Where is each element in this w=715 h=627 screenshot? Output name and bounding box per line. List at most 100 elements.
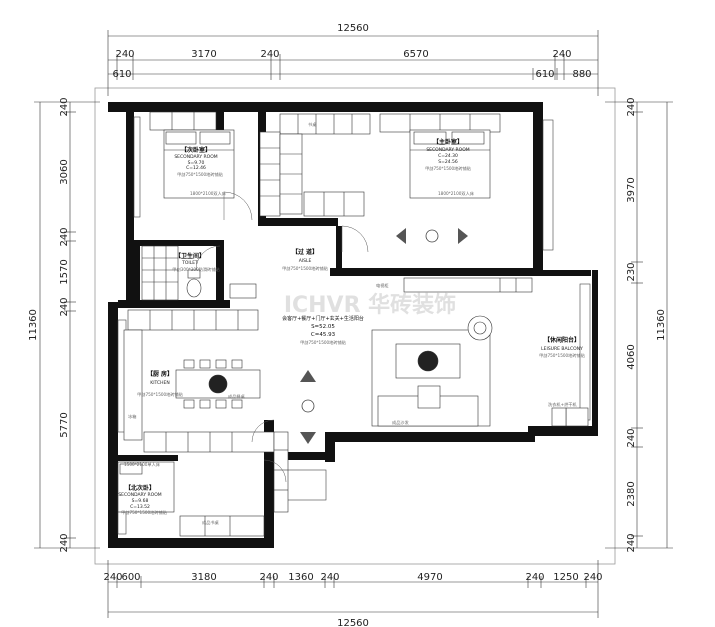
bedroom-left-floor: 甲剖750*1500地砖铺贴: [177, 171, 223, 178]
bedroom-right-en: SECONDARY ROOM: [426, 147, 469, 153]
toilet-cn: 【卫生间】: [175, 252, 205, 260]
bedroom-right-bed: 1800*2100双人床: [438, 190, 475, 197]
arrow-markers: [300, 228, 468, 444]
north-bedroom-floor: 甲剖750*1500地砖铺贴: [121, 509, 167, 516]
room-label-bedroom-left: 【次卧室】 SECONDARY ROOM S=9.70 C=12.46 甲剖75…: [174, 146, 226, 197]
dim-bottom-4: 240: [259, 572, 278, 583]
balcony-floor: 甲剖750*1500地砖铺贴: [539, 352, 585, 359]
dim-left-6: 5770: [59, 412, 70, 437]
bedroom-left-s: S=9.70: [188, 160, 205, 166]
dim-left-7: 240: [59, 533, 70, 552]
toilet-en: TOILET: [181, 260, 198, 266]
bedroom-left-bed: 1800*2100双人床: [190, 190, 227, 197]
kitchen-cn: 【厨 房】: [147, 370, 173, 378]
dim-left-4: 1570: [59, 259, 70, 284]
room-label-toilet: 【卫生间】 TOILET 甲剖300*300防滑砖铺贴: [172, 252, 219, 273]
north-bedroom-c: C=13.52: [130, 504, 150, 510]
bedroom-right-cn: 【主卧室】: [433, 138, 463, 146]
dim-top-4: 6570: [403, 49, 428, 60]
dim-left-1: 240: [59, 97, 70, 116]
dimension-top: [107, 30, 599, 96]
walls: [108, 102, 598, 548]
washer: [551, 407, 589, 427]
door-swings: [195, 191, 369, 483]
sofa-set: [371, 315, 493, 427]
dim-left-5: 240: [59, 297, 70, 316]
dim-bottom-total: 12560: [337, 618, 369, 627]
room-label-north-bedroom: 【北次卧】 SECONDARY ROOM S=9.68 C=13.52 甲剖75…: [118, 461, 167, 516]
dim-top-5: 240: [552, 49, 571, 60]
dim-top-1: 240: [115, 49, 134, 60]
north-bedroom-cn: 【北次卧】: [125, 484, 155, 492]
dim-right-total: 11360: [656, 309, 667, 341]
dim-left-total: 11360: [28, 309, 39, 341]
dim-bottom-3: 3180: [191, 572, 216, 583]
aisle-floor: 甲剖750*1500地砖铺贴: [282, 265, 328, 272]
watermark: ICHVR 华砖装饰: [284, 292, 456, 318]
dim-bottom-10: 240: [583, 572, 602, 583]
dim-top-2: 3170: [191, 49, 216, 60]
dim-left-2: 3060: [59, 159, 70, 184]
bedroom-right-s: C=24.30: [438, 153, 458, 159]
dim-bottom-1: 240: [103, 572, 122, 583]
dim-right-4: 4060: [626, 344, 637, 369]
drawing-frame: [94, 87, 616, 565]
north-bedroom-bed: 1500*2100单人床: [124, 461, 161, 468]
dim-right-7: 240: [626, 533, 637, 552]
dim-top-sub-right-2: 880: [572, 69, 591, 80]
room-label-balcony: 【休闲阳台】 LEISURE BALCONY 甲剖750*1500地砖铺贴: [539, 336, 585, 359]
living-s: S=52.05: [311, 324, 335, 330]
dim-right-1: 240: [626, 97, 637, 116]
living-c: C=45.93: [311, 332, 336, 338]
dim-left-3: 240: [59, 227, 70, 246]
north-bedroom-en: SECONDARY ROOM: [118, 492, 161, 498]
bed-north: [117, 461, 175, 513]
dining-table: [175, 359, 261, 409]
dim-bottom-6: 240: [320, 572, 339, 583]
aisle-en: AISLE: [299, 258, 312, 264]
dim-bottom-9: 1250: [553, 572, 578, 583]
dimension-right: [605, 101, 673, 549]
bed-left: [163, 129, 235, 199]
balcony-cn: 【休闲阳台】: [544, 336, 580, 344]
dim-top-total: 12560: [337, 23, 369, 34]
dim-bottom-7: 4970: [417, 572, 442, 583]
dim-top-sub-right-1: 610: [535, 69, 554, 80]
dining-label: 成品餐桌: [228, 393, 246, 400]
desk-label: 成品书桌: [202, 519, 220, 526]
room-label-living: 会客厅+餐厅+门厅+玄关+生活阳台 S=52.05 C=45.93 甲剖750*…: [282, 315, 364, 346]
dim-top-sub-left: 610: [112, 69, 131, 80]
aisle-cn: 【过 道】: [292, 248, 318, 256]
desk-top-label: 书桌: [308, 121, 317, 128]
room-label-bedroom-right: 【主卧室】 SECONDARY ROOM C=24.30 S=24.56 甲剖7…: [425, 138, 475, 197]
dim-right-2: 3970: [626, 177, 637, 202]
dim-right-5: 240: [626, 428, 637, 447]
balcony-en: LEISURE BALCONY: [541, 346, 583, 352]
kitchen-en: KITCHEN: [150, 380, 170, 386]
washer-label: 洗衣机+烘干机: [548, 401, 577, 408]
kitchen-floor: 甲剖750*1500地砖铺贴: [137, 391, 183, 398]
dim-bottom-8: 240: [525, 572, 544, 583]
north-bedroom-s: S=9.68: [132, 498, 149, 504]
bedroom-left-c: C=12.46: [186, 165, 206, 171]
room-label-kitchen: 【厨 房】 KITCHEN 甲剖750*1500地砖铺贴: [137, 370, 183, 398]
dimension-left: [34, 101, 100, 549]
toilet-fixtures: [141, 245, 257, 301]
living-floor: 甲剖750*1500地砖铺贴: [300, 339, 346, 346]
tv-cabinet-label: 电视柜: [376, 282, 389, 289]
toilet-floor: 甲剖300*300防滑砖铺贴: [172, 266, 219, 273]
living-cn: 会客厅+餐厅+门厅+玄关+生活阳台: [282, 315, 364, 322]
dimension-bottom: [107, 560, 599, 618]
cabinets: [123, 111, 533, 537]
dim-right-3: 230: [626, 262, 637, 281]
bedroom-left-en: SECONDARY ROOM: [174, 154, 217, 160]
dim-right-6: 2380: [626, 481, 637, 506]
bedroom-right-c: S=24.56: [438, 159, 458, 165]
bedroom-left-cn: 【次卧室】: [181, 146, 211, 154]
sofa-label: 成品沙发: [392, 419, 410, 426]
dim-bottom-5: 1360: [288, 572, 313, 583]
room-label-aisle: 【过 道】 AISLE 甲剖750*1500地砖铺贴: [282, 248, 328, 272]
dim-top-3: 240: [260, 49, 279, 60]
